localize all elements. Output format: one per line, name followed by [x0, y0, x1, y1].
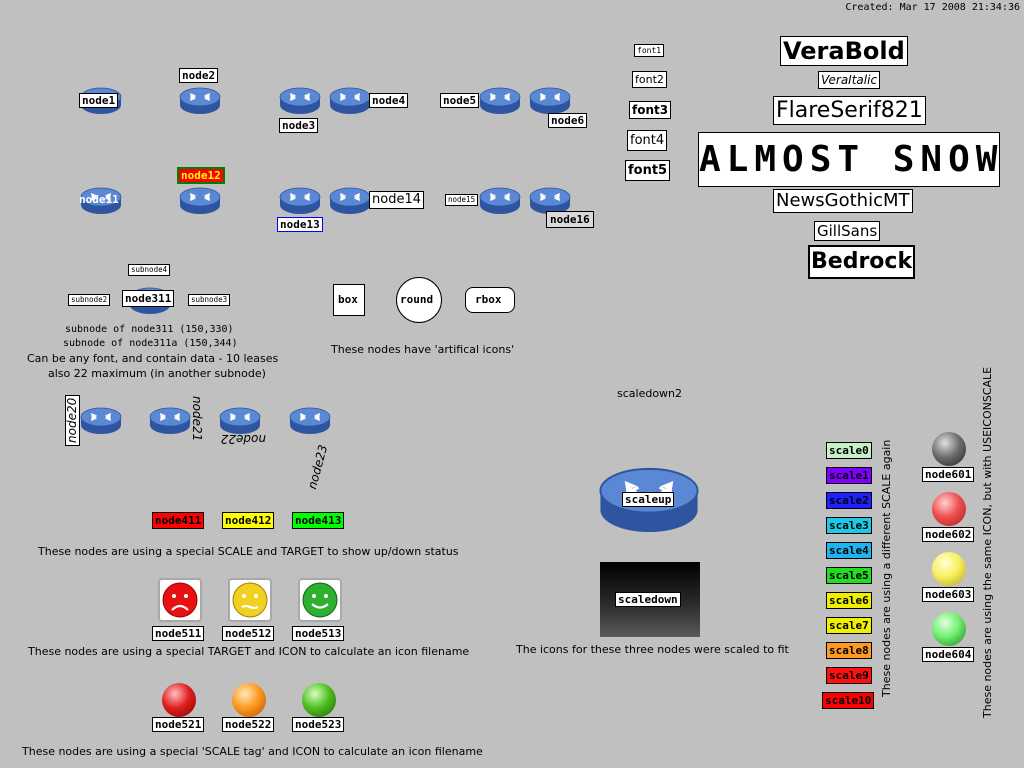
- box-icon[interactable]: [333, 284, 365, 316]
- happy-face-icon[interactable]: [298, 578, 342, 622]
- router-icon[interactable]: [80, 403, 122, 437]
- gray-ball-icon[interactable]: [932, 432, 966, 466]
- node522-label[interactable]: node522: [222, 717, 275, 732]
- subnode-text-4: also 22 maximum (in another subnode): [48, 367, 266, 380]
- router-icon[interactable]: [279, 83, 321, 117]
- router-icon[interactable]: [179, 83, 221, 117]
- scale-item-9[interactable]: scale9: [826, 667, 872, 684]
- router-icon[interactable]: [289, 403, 331, 437]
- scale-item-8[interactable]: scale8: [826, 642, 872, 659]
- scaledown2-label[interactable]: scaledown2: [617, 387, 683, 400]
- flareserif-label[interactable]: FlareSerif821: [773, 96, 926, 125]
- veraitalic-label[interactable]: VeraItalic: [818, 71, 881, 89]
- scale-item-10[interactable]: scale10: [822, 692, 875, 709]
- node602-label[interactable]: node602: [922, 527, 975, 542]
- router-icon[interactable]: [329, 83, 371, 117]
- router-icon[interactable]: [329, 183, 371, 217]
- router-icon[interactable]: [479, 83, 521, 117]
- node603-label[interactable]: node603: [922, 587, 975, 602]
- gillsans-label[interactable]: GillSans: [814, 221, 881, 241]
- round-label[interactable]: round: [400, 293, 434, 306]
- newsgothic-label[interactable]: NewsGothicMT: [773, 189, 913, 213]
- node311-label[interactable]: node311: [122, 290, 175, 307]
- node21-label[interactable]: node21: [190, 396, 204, 442]
- scale-target-caption: These nodes are using a special SCALE an…: [38, 545, 459, 558]
- scale-item-2[interactable]: scale2: [826, 492, 872, 509]
- router-icon[interactable]: [179, 183, 221, 217]
- node513-label[interactable]: node513: [292, 626, 345, 641]
- orange-ball-icon[interactable]: [232, 683, 266, 717]
- node5-label[interactable]: node5: [440, 93, 480, 108]
- node23-label[interactable]: node23: [305, 443, 331, 491]
- node4-label[interactable]: node4: [369, 93, 409, 108]
- node11-label[interactable]: node11: [79, 193, 119, 206]
- subnode-text-2: subnode of node311a (150,344): [63, 338, 238, 349]
- scale-again-caption: These nodes are using a different SCALE …: [880, 439, 893, 697]
- scale-tag-caption: These nodes are using a special 'SCALE t…: [22, 745, 483, 758]
- subnode-text-3: Can be any font, and contain data - 10 l…: [27, 352, 279, 365]
- scale-item-4[interactable]: scale4: [826, 542, 872, 559]
- scaled-fit-caption: The icons for these three nodes were sca…: [516, 643, 789, 656]
- scale-item-7[interactable]: scale7: [826, 617, 872, 634]
- rbox-icon[interactable]: [465, 287, 515, 313]
- rbox-label[interactable]: rbox: [475, 293, 502, 306]
- node604-label[interactable]: node604: [922, 647, 975, 662]
- almostsnow-label[interactable]: ALMOST SNOW: [698, 132, 1000, 187]
- font5-label[interactable]: font5: [625, 160, 671, 181]
- round-icon[interactable]: [396, 277, 442, 323]
- node523-label[interactable]: node523: [292, 717, 345, 732]
- artificial-caption: These nodes have 'artifical icons': [331, 343, 515, 356]
- router-icon[interactable]: [479, 183, 521, 217]
- node22-label[interactable]: node22: [220, 432, 266, 446]
- font2-label[interactable]: font2: [632, 71, 667, 88]
- node12-label[interactable]: node12: [177, 167, 225, 184]
- node512-label[interactable]: node512: [222, 626, 275, 641]
- scaleup-label[interactable]: scaleup: [622, 492, 675, 507]
- scale-item-1[interactable]: scale1: [826, 467, 872, 484]
- node413-label[interactable]: node413: [292, 512, 345, 529]
- neutral-face-icon[interactable]: [228, 578, 272, 622]
- node13-label[interactable]: node13: [277, 217, 323, 232]
- subnode4-label[interactable]: subnode4: [128, 264, 171, 276]
- bedrock-label[interactable]: Bedrock: [808, 245, 916, 279]
- green-ball-icon[interactable]: [932, 612, 966, 646]
- node511-label[interactable]: node511: [152, 626, 205, 641]
- router-icon[interactable]: [149, 403, 191, 437]
- scale-item-5[interactable]: scale5: [826, 567, 872, 584]
- node411-label[interactable]: node411: [152, 512, 205, 529]
- scale-item-6[interactable]: scale6: [826, 592, 872, 609]
- verabold-label[interactable]: VeraBold: [780, 36, 908, 66]
- node20-label[interactable]: node20: [65, 394, 80, 446]
- green-ball-icon[interactable]: [302, 683, 336, 717]
- subnode3-label[interactable]: subnode3: [188, 294, 231, 306]
- same-icon-caption: These nodes are using the same ICON, but…: [981, 366, 994, 718]
- red-ball-icon[interactable]: [932, 492, 966, 526]
- box-label[interactable]: box: [338, 293, 358, 306]
- sad-face-icon[interactable]: [158, 578, 202, 622]
- node15-label[interactable]: node15: [445, 194, 479, 206]
- router-icon[interactable]: [529, 83, 571, 117]
- node6-label[interactable]: node6: [548, 113, 588, 128]
- yellow-ball-icon[interactable]: [932, 552, 966, 586]
- scaledown-label[interactable]: scaledown: [615, 592, 681, 607]
- target-icon-caption: These nodes are using a special TARGET a…: [28, 645, 470, 658]
- node1-label[interactable]: node1: [79, 93, 119, 108]
- node14-label[interactable]: node14: [369, 191, 424, 209]
- router-icon[interactable]: [279, 183, 321, 217]
- node412-label[interactable]: node412: [222, 512, 275, 529]
- scale-item-3[interactable]: scale3: [826, 517, 872, 534]
- node16-label[interactable]: node16: [546, 211, 594, 228]
- red-ball-icon[interactable]: [162, 683, 196, 717]
- node3-label[interactable]: node3: [279, 118, 319, 133]
- node2-label[interactable]: node2: [179, 68, 219, 83]
- scale-item-0[interactable]: scale0: [826, 442, 872, 459]
- font4-label[interactable]: font4: [627, 130, 668, 151]
- node601-label[interactable]: node601: [922, 467, 975, 482]
- subnode2-label[interactable]: subnode2: [68, 294, 111, 306]
- node521-label[interactable]: node521: [152, 717, 205, 732]
- created-timestamp: Created: Mar 17 2008 21:34:36: [845, 2, 1020, 13]
- font1-label[interactable]: font1: [634, 44, 665, 57]
- subnode-text-1: subnode of node311 (150,330): [65, 324, 234, 335]
- font3-label[interactable]: font3: [629, 101, 672, 119]
